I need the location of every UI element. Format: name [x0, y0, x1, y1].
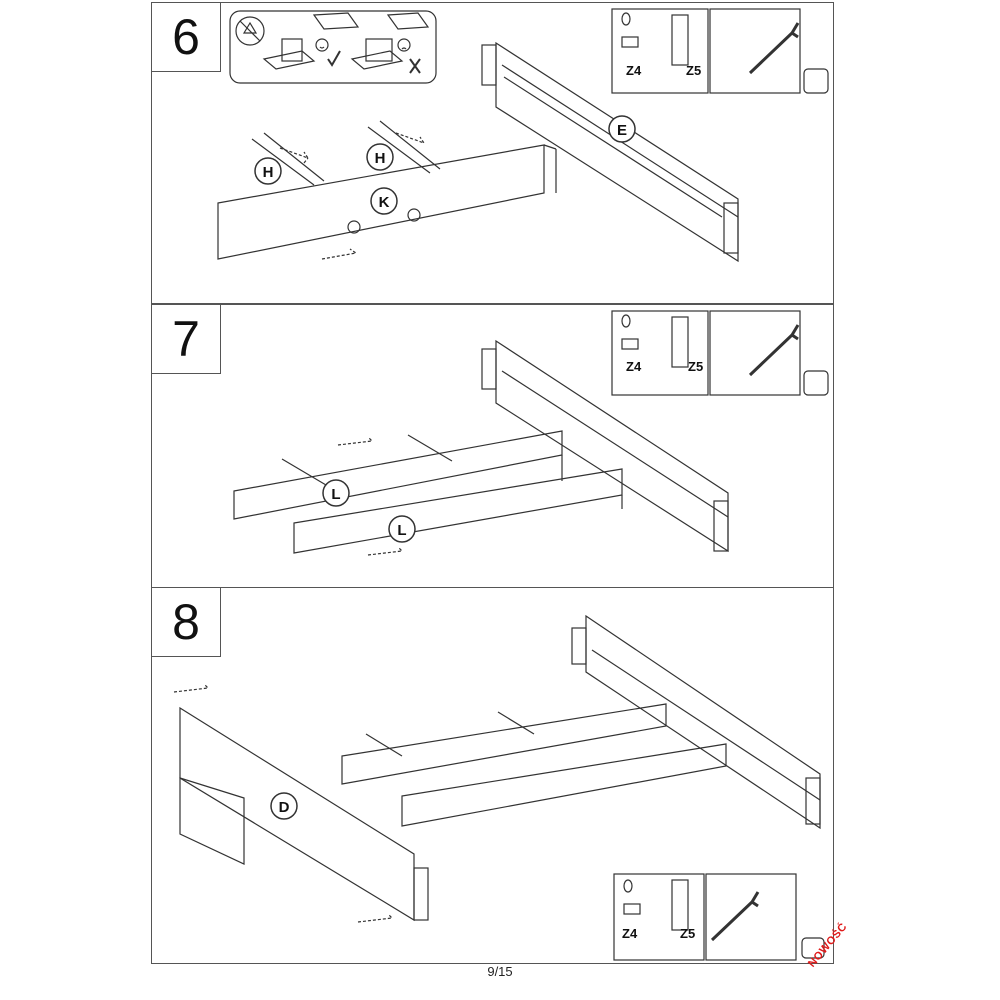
rail-h-right	[367, 120, 441, 174]
headboard-panel-k	[217, 144, 545, 260]
board-on-floor	[262, 50, 316, 70]
step-6-illustration: Z4 Z5 H H K E	[217, 8, 829, 263]
smiley-icon	[315, 38, 329, 52]
part-label-l: L	[331, 486, 340, 503]
hardware-z5-label: Z5	[686, 63, 701, 78]
sad-face-icon	[397, 38, 411, 52]
part-label-h: H	[263, 164, 274, 181]
bracket	[481, 44, 497, 86]
mat-icon	[312, 12, 360, 30]
side-panel-e	[495, 41, 739, 263]
part-label-k: K	[379, 194, 390, 211]
side-panel-e	[585, 614, 821, 830]
page-number: 9/15	[487, 964, 513, 979]
step-number: 6	[152, 3, 221, 72]
slat-l-front	[401, 743, 727, 827]
part-label-d: D	[279, 799, 290, 816]
hardware-z5-label: Z5	[688, 359, 703, 374]
rail-h-left	[251, 132, 325, 186]
hardware-z4-label: Z4	[626, 63, 642, 78]
part-label-e: E	[617, 122, 627, 139]
part-label-h: H	[375, 150, 386, 167]
check-icon	[327, 50, 341, 67]
step-7-illustration: Z4 Z5 L L	[233, 310, 829, 556]
hardware-z4-label: Z4	[626, 359, 642, 374]
footboard-panel-d	[179, 706, 415, 922]
slat-l-back	[341, 703, 667, 785]
step-8-panel: 8 Z4 Z5	[151, 587, 834, 964]
step-6-panel: 6	[151, 2, 834, 304]
step-8-illustration: Z4 Z5 D	[173, 614, 825, 961]
hardware-z5-label: Z5	[680, 926, 695, 941]
cross-icon	[409, 58, 421, 74]
step-number: 8	[152, 588, 221, 657]
no-hand-icon	[235, 16, 265, 46]
step-number: 7	[152, 305, 221, 374]
step-7-panel: 7 Z4 Z5	[151, 304, 834, 589]
hardware-z4-label: Z4	[622, 926, 638, 941]
part-label-l: L	[397, 522, 406, 539]
floor-protection-warning	[229, 10, 437, 84]
